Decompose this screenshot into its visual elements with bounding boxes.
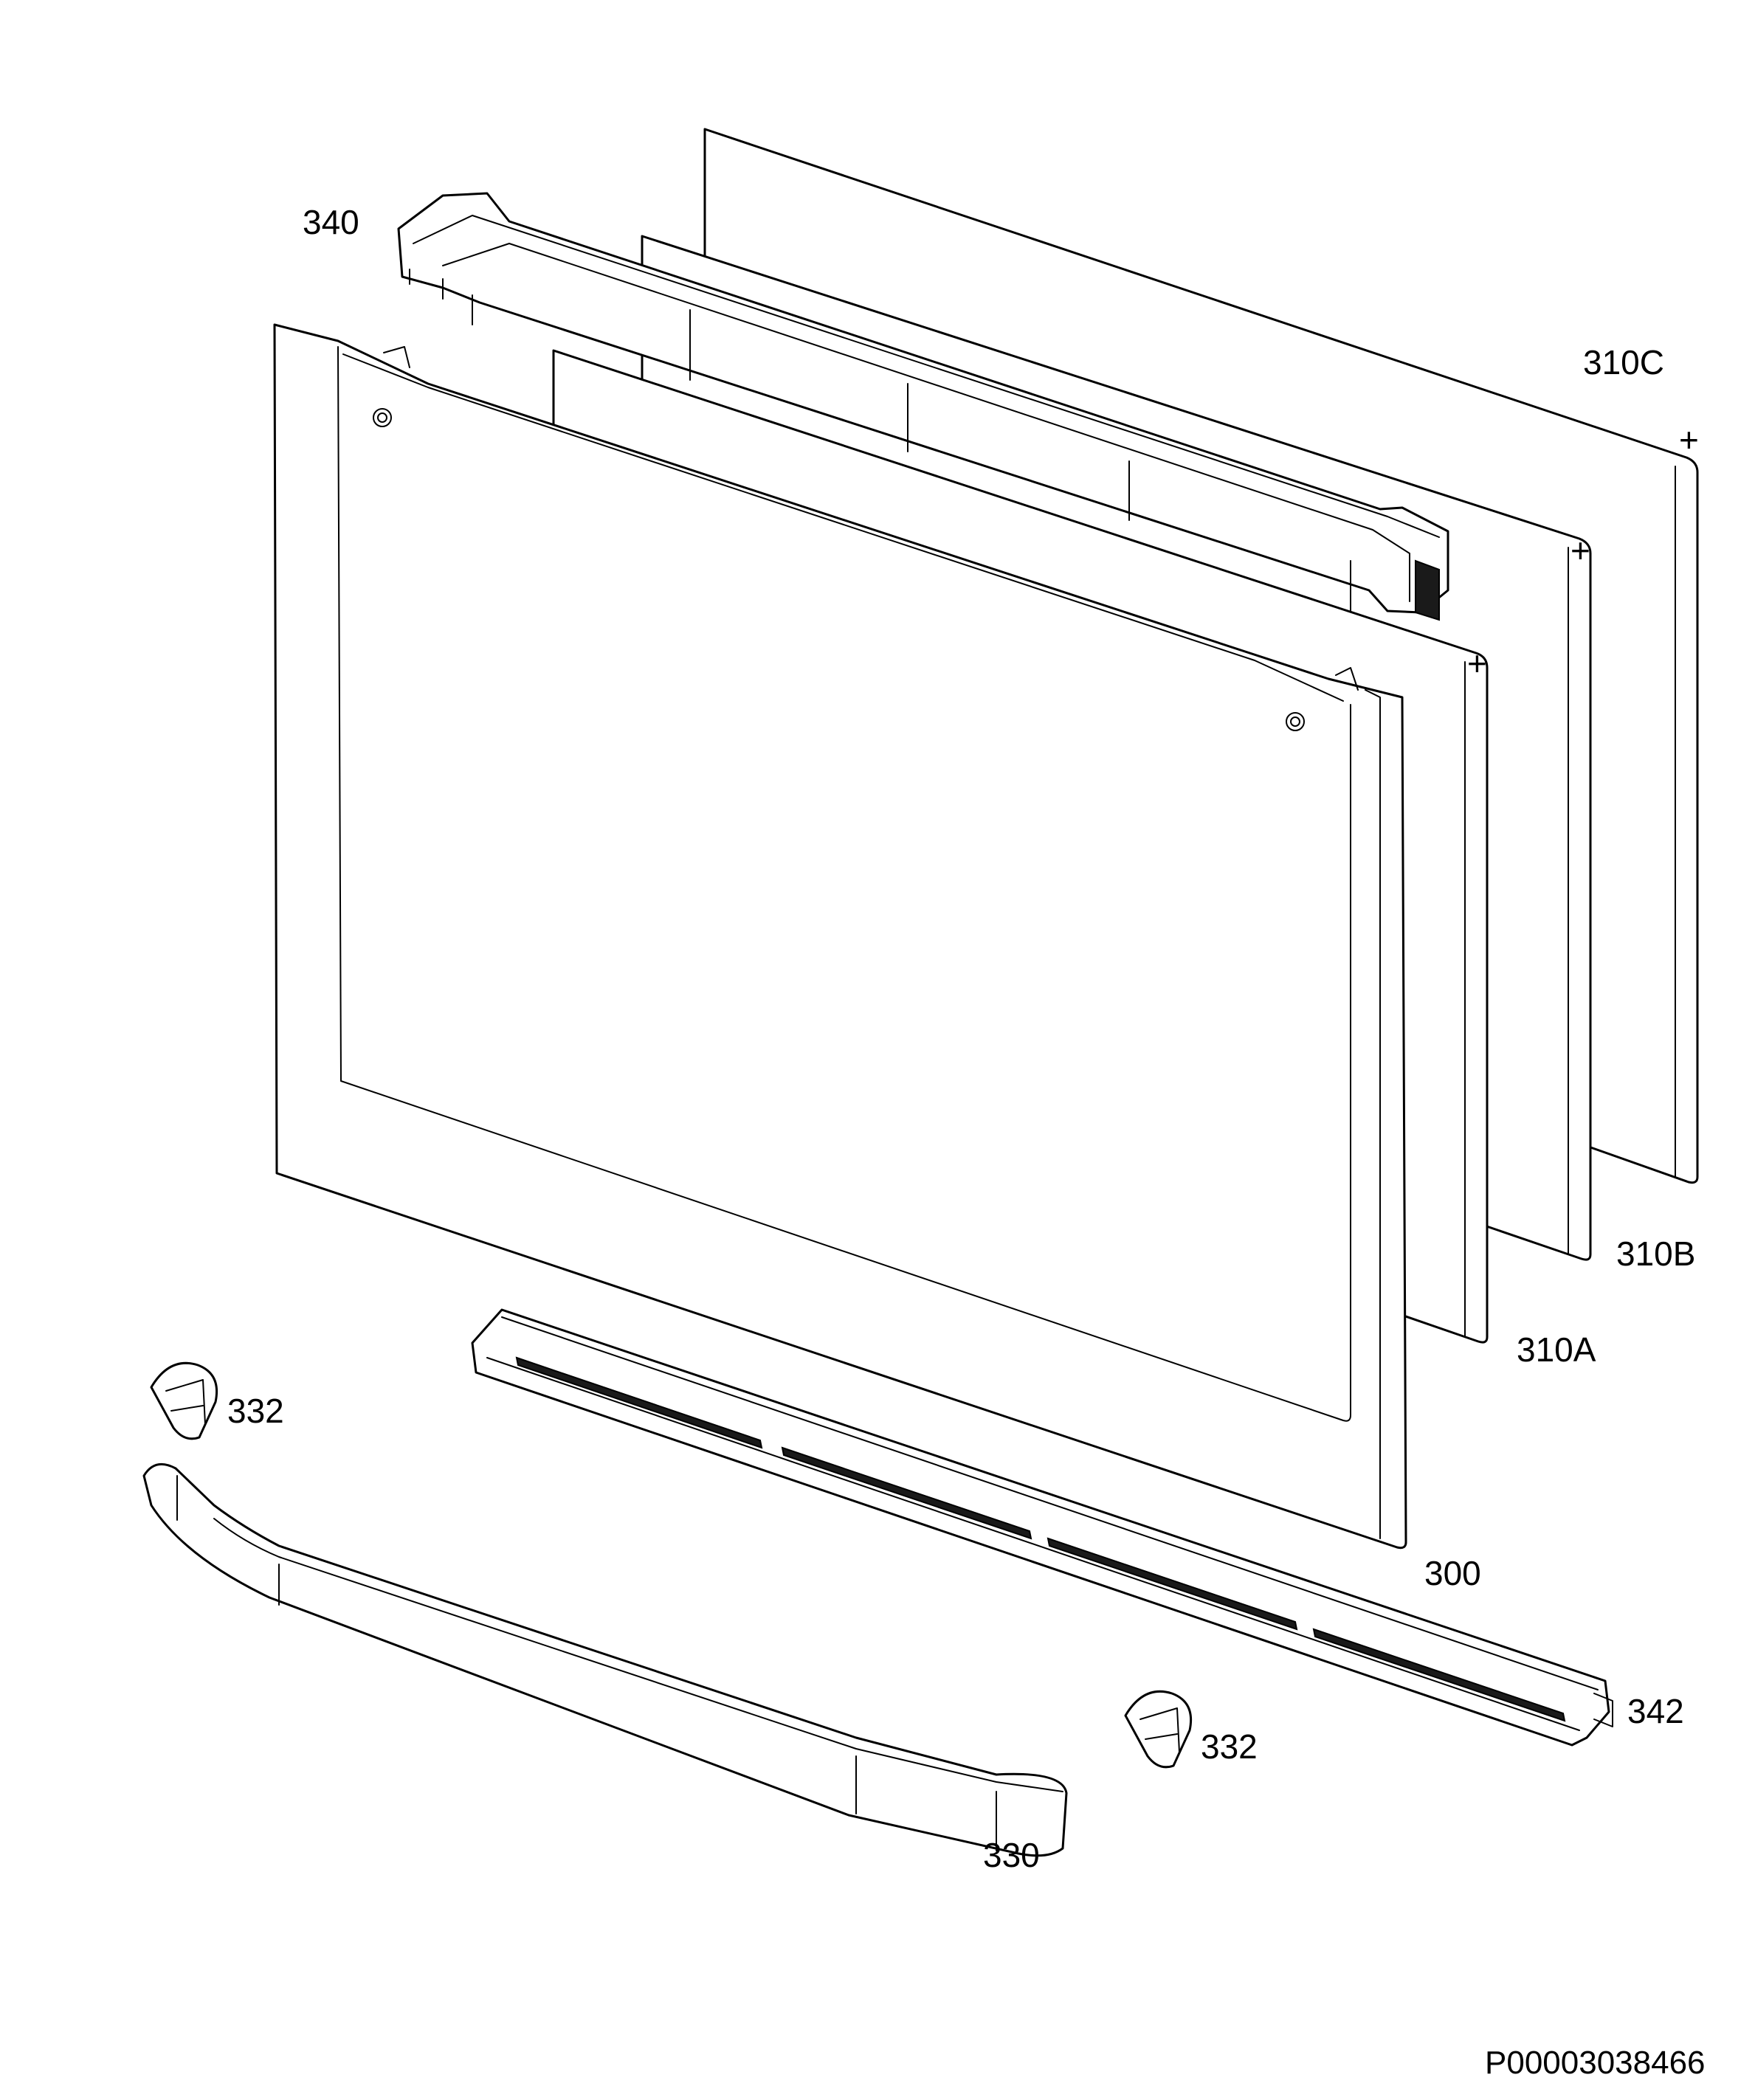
svg-text:+: +	[1679, 421, 1699, 459]
label-330: 330	[983, 1836, 1040, 1874]
bottom-trim-342	[471, 1308, 1613, 1747]
label-310b: 310B	[1616, 1234, 1695, 1273]
document-id: P00003038466	[1485, 2045, 1706, 2081]
handle-330	[142, 1462, 1068, 1857]
end-cap-332-left	[150, 1361, 218, 1440]
label-342: 342	[1627, 1692, 1684, 1730]
label-310a: 310A	[1517, 1330, 1596, 1369]
svg-text:+: +	[1467, 644, 1487, 683]
svg-text:+: +	[1570, 531, 1590, 570]
top-trim-340	[397, 192, 1449, 624]
door-frame-300	[273, 323, 1407, 1550]
label-300: 300	[1424, 1554, 1481, 1592]
label-340: 340	[303, 203, 359, 241]
label-332-right: 332	[1201, 1727, 1258, 1766]
label-332-left: 332	[227, 1392, 284, 1430]
label-310c: 310C	[1583, 343, 1664, 381]
end-cap-332-right	[1124, 1690, 1193, 1769]
